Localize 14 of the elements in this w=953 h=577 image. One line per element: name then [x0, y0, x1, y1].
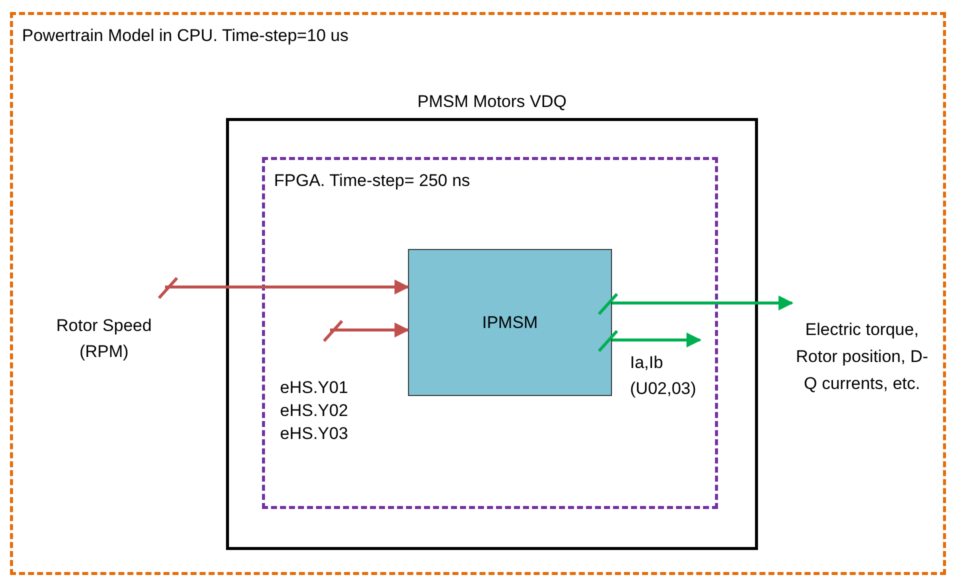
boundary-label: Powertrain Model in CPU. Time-step=10 us — [22, 25, 348, 47]
signal-arrow — [158, 276, 410, 300]
signal-arrow — [598, 330, 702, 352]
signal-arrow — [322, 320, 410, 342]
signal-label: eHS.Y01 eHS.Y02 eHS.Y03 — [280, 376, 376, 448]
signal-label: Ia,Ib (U02,03) — [630, 350, 722, 408]
process-box: IPMSM — [408, 249, 612, 396]
cpu-boundary — [10, 12, 946, 575]
signal-arrow — [598, 292, 794, 316]
fpga-boundary — [262, 157, 718, 509]
signal-label: Electric torque, Rotor position, D-Q currents, etc. — [794, 316, 930, 400]
boundary-label: FPGA. Time-step= 250 ns — [274, 170, 470, 192]
signal-label: Rotor Speed (RPM) — [36, 313, 172, 367]
boundary-label: PMSM Motors VDQ — [416, 91, 568, 113]
